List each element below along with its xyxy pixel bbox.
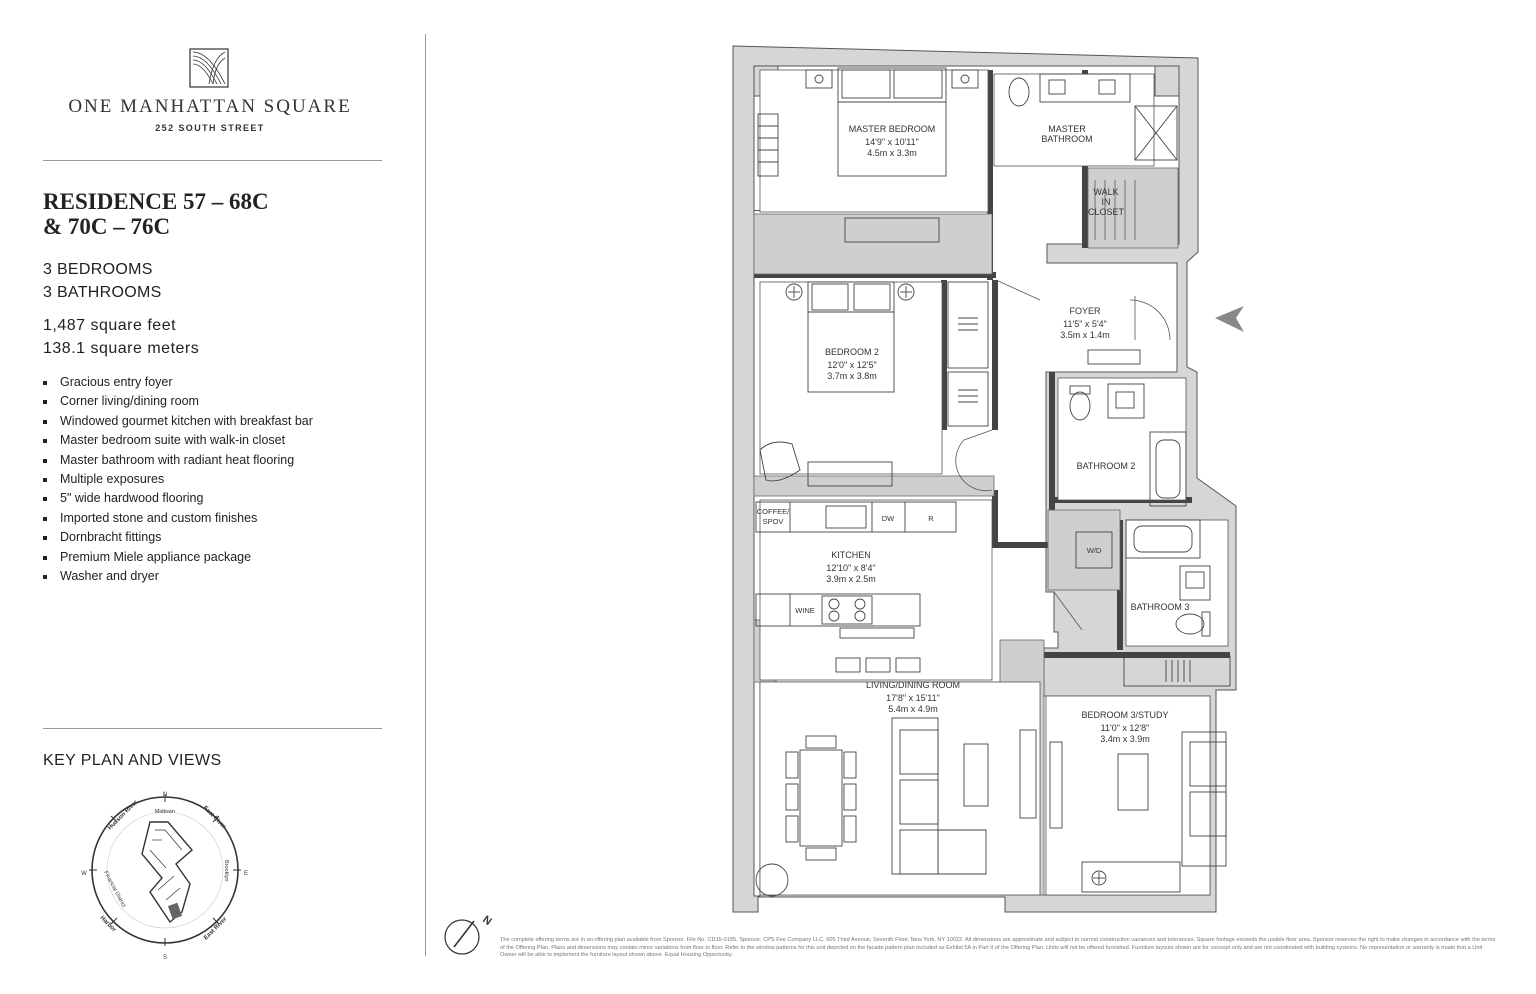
divider bbox=[43, 728, 382, 729]
area-square-feet: 1,487 square feet bbox=[43, 317, 177, 334]
key-plan-title: KEY PLAN AND VIEWS bbox=[43, 752, 222, 769]
list-item: 5" wide hardwood flooring bbox=[43, 489, 313, 508]
room-labels: MASTER BEDROOM 14'9" x 10'11" 4.5m x 3.3… bbox=[825, 124, 1189, 744]
compass-w: W bbox=[81, 871, 87, 877]
master-bedroom-m: 4.5m x 3.3m bbox=[867, 148, 917, 158]
bedroom3-name: BEDROOM 3/STUDY bbox=[1081, 710, 1168, 720]
view-hudson: Hudson River bbox=[107, 799, 139, 831]
bedroom2-m: 3.7m x 3.8m bbox=[827, 371, 877, 381]
brand-address: 252 SOUTH STREET bbox=[155, 123, 265, 133]
list-item: Windowed gourmet kitchen with breakfast … bbox=[43, 412, 313, 431]
dw-label: DW bbox=[882, 514, 895, 523]
bathroom2-fixtures bbox=[1069, 383, 1187, 507]
list-item: Multiple exposures bbox=[43, 470, 313, 489]
list-item: Imported stone and custom finishes bbox=[43, 509, 313, 528]
legal-disclaimer: The complete offering terms are in an of… bbox=[500, 937, 1496, 959]
list-item: Gracious entry foyer bbox=[43, 373, 313, 392]
living-name: LIVING/DINING ROOM bbox=[866, 680, 960, 690]
bedroom2-furniture bbox=[759, 281, 989, 487]
living-furniture bbox=[755, 717, 1037, 897]
bathroom3-fixtures bbox=[1075, 519, 1231, 687]
bedroom3-furniture bbox=[1049, 731, 1227, 893]
area: 1,487 square feet 138.1 square meters bbox=[43, 314, 199, 360]
view-east-river-bottom: East River bbox=[203, 916, 228, 941]
doors bbox=[955, 279, 1171, 631]
list-item: Premium Miele appliance package bbox=[43, 548, 313, 567]
bathroom2-name: BATHROOM 2 bbox=[1077, 461, 1136, 471]
coffee-label-2: SPOV bbox=[763, 517, 784, 526]
bathroom3-name: BATHROOM 3 bbox=[1131, 602, 1190, 612]
floor-plan: MASTER BEDROOM 14'9" x 10'11" 4.5m x 3.3… bbox=[732, 45, 1244, 913]
foyer-ft: 11'5" x 5'4" bbox=[1063, 319, 1107, 329]
master-bathroom-name1: MASTER bbox=[1048, 124, 1086, 134]
bathroom-count: 3 BATHROOMS bbox=[43, 284, 162, 301]
living-ft: 17'8" x 15'11" bbox=[886, 693, 940, 703]
list-item: Washer and dryer bbox=[43, 567, 313, 586]
foyer-name: FOYER bbox=[1069, 306, 1101, 316]
coffee-label-1: COFFEE/ bbox=[757, 507, 790, 516]
view-financial: Financial District bbox=[102, 870, 126, 909]
residence-title-line1: RESIDENCE 57 – 68C bbox=[43, 189, 269, 214]
master-bedroom-ft: 14'9" x 10'11" bbox=[865, 137, 919, 147]
list-item: Corner living/dining room bbox=[43, 392, 313, 411]
north-arrow-icon: N bbox=[444, 914, 494, 955]
bedroom3-ft: 11'0" x 12'8" bbox=[1101, 723, 1150, 733]
wine-label: WINE bbox=[795, 606, 815, 615]
feature-list: Gracious entry foyer Corner living/dinin… bbox=[43, 373, 313, 586]
entry-arrow-icon bbox=[1215, 306, 1244, 332]
view-east-river-top: East River bbox=[202, 805, 227, 830]
appliance-labels: COFFEE/ SPOV DW R WINE W/D bbox=[757, 507, 1102, 615]
compass-e: E bbox=[244, 871, 248, 877]
bedroom2-ft: 12'0" x 12'5" bbox=[827, 360, 876, 370]
bedroom-count: 3 BEDROOMS bbox=[43, 261, 153, 278]
room-counts: 3 BEDROOMS 3 BATHROOMS bbox=[43, 258, 162, 304]
area-square-meters: 138.1 square meters bbox=[43, 340, 200, 357]
brand-logo-icon bbox=[189, 48, 229, 88]
view-midtown: Midtown bbox=[155, 809, 175, 815]
building-outline bbox=[141, 821, 193, 924]
master-bed-furniture bbox=[757, 67, 979, 243]
north-label: N bbox=[480, 914, 493, 928]
interior-walls bbox=[754, 210, 762, 211]
walk-in-l3: CLOSET bbox=[1088, 207, 1125, 217]
walk-in-l1: WALK bbox=[1093, 187, 1118, 197]
vertical-divider bbox=[425, 34, 426, 956]
divider bbox=[43, 160, 382, 161]
kitchen-m: 3.9m x 2.5m bbox=[826, 574, 876, 584]
list-item: Dornbracht fittings bbox=[43, 528, 313, 547]
living-m: 5.4m x 4.9m bbox=[888, 704, 938, 714]
view-harbor: Harbor bbox=[99, 915, 118, 934]
compass-s: S bbox=[163, 955, 167, 961]
master-bath-fixtures bbox=[1008, 73, 1178, 240]
wd-label: W/D bbox=[1087, 546, 1102, 555]
foyer-m: 3.5m x 1.4m bbox=[1060, 330, 1110, 340]
master-bedroom-name: MASTER BEDROOM bbox=[849, 124, 936, 134]
foyer-console bbox=[1087, 349, 1141, 365]
fridge-label: R bbox=[928, 514, 934, 523]
walk-in-l2: IN bbox=[1102, 197, 1111, 207]
unit-location-marker bbox=[167, 902, 183, 920]
list-item: Master bathroom with radiant heat floori… bbox=[43, 451, 313, 470]
view-brooklyn: Brooklyn bbox=[223, 860, 229, 881]
residence-title-line2: & 70C – 76C bbox=[43, 214, 171, 239]
key-plan-diagram: N S E W Hudson River Midtown East River … bbox=[81, 792, 248, 961]
info-panel: ONE MANHATTAN SQUARE 252 SOUTH STREET RE… bbox=[0, 0, 400, 994]
residence-title: RESIDENCE 57 – 68C & 70C – 76C bbox=[43, 189, 269, 239]
kitchen-name: KITCHEN bbox=[831, 550, 871, 560]
brand-name: ONE MANHATTAN SQUARE bbox=[68, 96, 352, 117]
room-fills bbox=[759, 69, 1229, 896]
kitchen-ft: 12'10" x 8'4" bbox=[826, 563, 875, 573]
master-bathroom-name2: BATHROOM bbox=[1041, 134, 1092, 144]
compass-n: N bbox=[163, 792, 167, 798]
bedroom3-m: 3.4m x 3.9m bbox=[1100, 734, 1150, 744]
list-item: Master bedroom suite with walk-in closet bbox=[43, 431, 313, 450]
bedroom2-name: BEDROOM 2 bbox=[825, 347, 879, 357]
kitchen-fixtures bbox=[755, 501, 957, 673]
